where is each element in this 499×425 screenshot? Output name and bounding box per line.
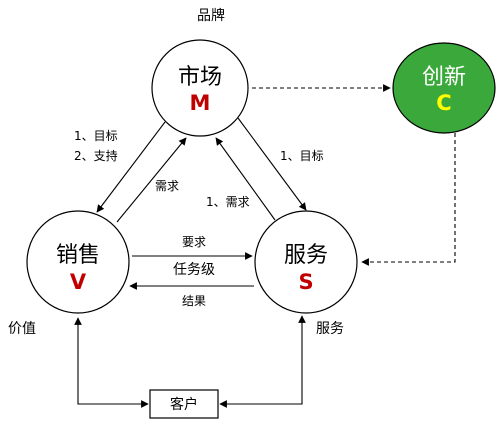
market-circle	[151, 39, 249, 137]
service-letter: S	[298, 270, 313, 294]
sales-letter: V	[70, 270, 87, 294]
sales-circle	[26, 210, 130, 314]
task-level-label: 任务级	[173, 262, 215, 278]
edge-sales-to-market	[116, 137, 187, 223]
edge-market-to-sales	[96, 121, 166, 213]
node-market: 市场 M	[151, 39, 249, 137]
node-sales: 销售 V	[26, 210, 130, 314]
service-circle	[254, 210, 358, 314]
market-sales-label: 需求	[155, 179, 179, 193]
node-customer: 客户	[149, 389, 219, 419]
market-service-label: 1、目标	[280, 149, 324, 163]
request-label: 要求	[182, 235, 206, 249]
edge-service-to-market	[215, 137, 276, 221]
result-label: 结果	[182, 294, 206, 308]
market-letter: M	[190, 91, 211, 115]
node-service: 服务 S	[254, 210, 358, 314]
innovation-ellipse	[392, 42, 496, 134]
innovation-letter: C	[436, 91, 451, 115]
service-market-label: 1、需求	[206, 195, 250, 209]
customer-box	[149, 389, 219, 419]
service-side-label: 服务	[316, 321, 344, 337]
sales-market-label-2: 2、支持	[74, 148, 118, 163]
sales-market-label-1: 1、目标	[74, 129, 118, 143]
edge-sales-customer	[74, 317, 149, 408]
brand-label: 品牌	[197, 7, 225, 24]
market-title: 市场	[178, 65, 222, 90]
customer-title: 客户	[170, 396, 198, 413]
edge-market-to-service	[237, 117, 307, 211]
edge-innovation-to-service	[361, 133, 456, 266]
node-innovation: 创新 C	[392, 42, 496, 134]
value-label: 价值	[8, 321, 36, 337]
service-title: 服务	[284, 243, 328, 268]
innovation-title: 创新	[422, 65, 466, 90]
sales-title: 销售	[56, 243, 100, 268]
edge-service-customer	[219, 315, 306, 408]
